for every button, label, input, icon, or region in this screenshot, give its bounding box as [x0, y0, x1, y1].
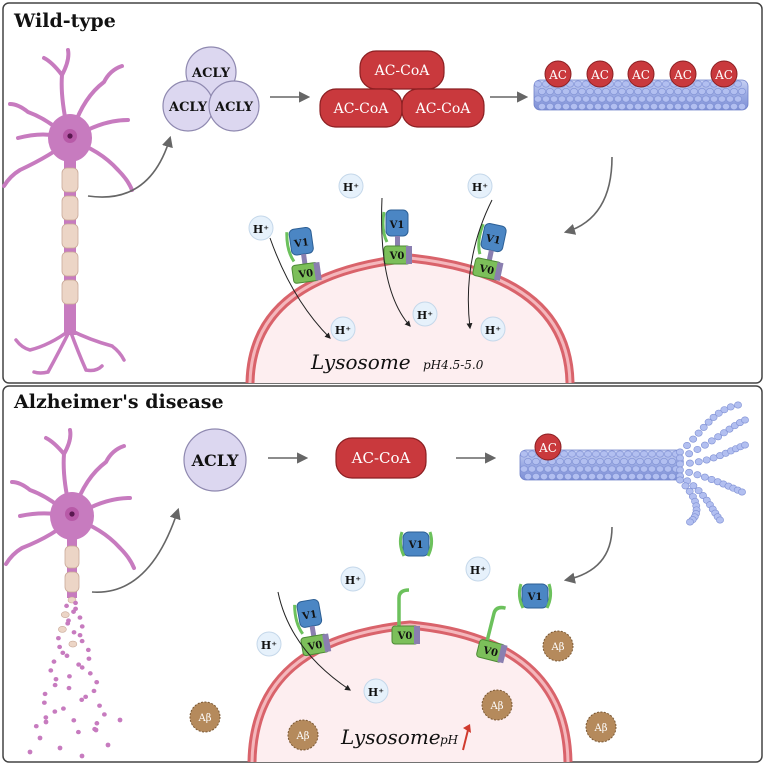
- wild-type-title: Wild-type: [13, 10, 116, 32]
- wild-ac-label-3: AC: [631, 68, 650, 82]
- ad-neuron: [4, 428, 136, 759]
- ad-v0-label-1: V0: [306, 640, 323, 654]
- abeta-plaque-4: Aβ: [481, 689, 513, 721]
- wild-ac-label-5: AC: [714, 68, 733, 82]
- ad-microtubule-frayed-ends: [676, 401, 749, 526]
- wild-neuron: [2, 48, 134, 375]
- ad-free-v1-label-1: V1: [408, 540, 424, 551]
- wild-vatpase-3: V1 V0: [472, 223, 507, 281]
- ad-acly-label: ACLY: [191, 451, 239, 470]
- abeta-label-5: Aβ: [593, 723, 607, 734]
- wild-hplus-1: H⁺: [343, 181, 359, 194]
- wild-v0-label-1: V0: [297, 268, 314, 281]
- wild-ac-marks: AC AC AC AC AC: [544, 60, 738, 88]
- ad-v0-label-3: V0: [481, 645, 499, 659]
- ad-lysosome-label: Lysosome: [340, 725, 441, 749]
- wild-ac-label-1: AC: [548, 68, 567, 82]
- wild-accoa-label-2: AC-CoA: [333, 101, 390, 117]
- amyloid-beta-plaques: Aβ Aβ Aβ Aβ Aβ: [189, 630, 617, 751]
- wild-hplus-2: H⁺: [472, 181, 488, 194]
- wild-ph-label: pH4.5-5.0: [423, 358, 484, 372]
- wild-hplus-5: H⁺: [417, 309, 433, 322]
- wild-ac-mark-2: [586, 60, 614, 88]
- ad-accoa-label: AC-CoA: [351, 449, 411, 467]
- wild-acly-label-3: ACLY: [214, 100, 254, 115]
- ad-acly-circle: [183, 428, 247, 492]
- wild-v0-label-2: V0: [389, 251, 405, 262]
- wild-neuron-to-acly-arrow: [87, 135, 173, 198]
- abeta-plaque-5: Aβ: [585, 711, 617, 743]
- wild-vatpase-1: V1 V0: [285, 227, 322, 284]
- ad-v0-label-2: V0: [397, 631, 413, 642]
- ad-ac-label: AC: [538, 441, 557, 455]
- wild-ac-label-4: AC: [673, 68, 692, 82]
- wild-ac-label-2: AC: [590, 68, 609, 82]
- wild-accoa-label-3: AC-CoA: [415, 101, 472, 117]
- ad-ph-label: pH: [440, 733, 459, 747]
- wild-acly-trimer: ACLY ACLY ACLY: [162, 46, 260, 132]
- ad-v1-label-1: V1: [301, 609, 318, 623]
- wild-v1-label-3: V1: [484, 233, 502, 247]
- ad-hplus-4: H⁺: [368, 686, 384, 699]
- wild-hplus-4: H⁺: [335, 324, 351, 337]
- ad-microtubule-to-lysosome-arrow: [563, 526, 613, 584]
- ad-free-v1-2: V1: [517, 583, 553, 609]
- wild-v0-label-3: V0: [477, 263, 495, 277]
- abeta-label-1: Aβ: [550, 642, 564, 653]
- abeta-label-2: Aβ: [197, 713, 211, 724]
- abeta-plaque-2: Aβ: [189, 701, 221, 733]
- abeta-plaque-3: Aβ: [287, 719, 319, 751]
- wild-accoa-cluster: AC-CoA AC-CoA AC-CoA: [319, 50, 485, 128]
- abeta-label-4: Aβ: [489, 701, 503, 712]
- ad-title: Alzheimer's disease: [13, 391, 224, 413]
- wild-hplus-6: H⁺: [485, 324, 501, 337]
- wild-acly-label-2: ACLY: [168, 100, 208, 115]
- ad-hplus-group: H⁺ H⁺ H⁺ H⁺: [256, 556, 491, 704]
- wild-v1-label-1: V1: [293, 237, 310, 250]
- ad-proton-flux-arrow: [277, 591, 351, 691]
- wild-accoa-label-1: AC-CoA: [374, 63, 431, 79]
- ad-hplus-1: H⁺: [345, 574, 361, 587]
- ad-vatpase-1: V1 V0: [293, 598, 332, 657]
- ad-panel: Alzheimer's disease ACLY AC-CoA AC: [2, 385, 763, 763]
- ad-hplus-3: H⁺: [261, 639, 277, 652]
- ad-neuron-to-acly-arrow: [91, 507, 181, 593]
- wild-proton-flux-arrows: [269, 197, 493, 339]
- ad-ac-mark: [534, 433, 562, 461]
- ad-microtubule: [519, 449, 684, 481]
- wild-acly-label-1: ACLY: [191, 66, 231, 81]
- wild-ac-mark-3: [627, 60, 655, 88]
- abeta-plaque-1: Aβ: [542, 630, 574, 662]
- wild-accoa-pill-3: [401, 88, 485, 128]
- wild-microtubule-to-lysosome-arrow: [563, 156, 613, 235]
- ph-increase-arrow: [462, 724, 471, 751]
- wild-ac-mark-4: [669, 60, 697, 88]
- ad-hplus-2: H⁺: [470, 564, 486, 577]
- wild-v1-label-2: V1: [389, 220, 405, 231]
- wild-hplus-group: H⁺ H⁺ H⁺ H⁺ H⁺ H⁺: [248, 173, 506, 342]
- ad-accoa-pill: [335, 437, 427, 479]
- ad-v0-only-2: V0: [476, 605, 508, 664]
- wild-acly-circle-3: [208, 80, 260, 132]
- wild-lysosome-label: Lysosome: [310, 350, 411, 374]
- ad-v0-only-1: V0: [391, 588, 420, 645]
- wild-type-panel: Wild-type ACLY ACLY AC: [2, 2, 763, 384]
- ad-free-v1-label-2: V1: [527, 592, 543, 603]
- wild-accoa-pill-1: [359, 50, 445, 90]
- wild-ac-mark-5: [710, 60, 738, 88]
- ad-free-v1-1: V1: [398, 531, 434, 557]
- abeta-label-3: Aβ: [295, 731, 309, 742]
- wild-ac-mark-1: [544, 60, 572, 88]
- wild-hplus-3: H⁺: [253, 223, 269, 236]
